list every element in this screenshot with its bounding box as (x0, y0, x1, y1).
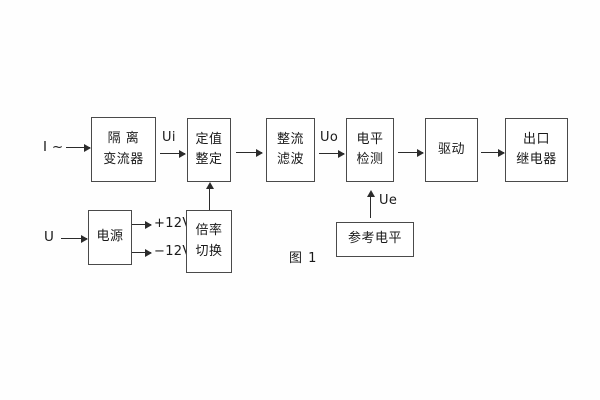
block-multiplier-switch-line-2: 切换 (195, 243, 223, 259)
arrow-power-negative (132, 248, 152, 257)
block-drive: 驱动 (425, 118, 478, 182)
arrow-reference-to-level (366, 190, 375, 218)
block-output-relay-line-1: 出口 (522, 131, 550, 147)
block-multiplier-switch-line-1: 倍率 (195, 223, 223, 239)
block-isolation-ct-line-1: 隔 离 (107, 131, 140, 147)
arrow-level-to-drive (398, 148, 424, 157)
block-power-supply: 电源 (88, 210, 132, 265)
arrow-isolation-to-setting (160, 149, 186, 158)
block-rectify-filter: 整流 滤波 (266, 118, 315, 182)
arrow-power-positive (132, 220, 152, 229)
arrow-rectify-to-level (319, 149, 345, 158)
block-setting-value: 定值 整定 (187, 118, 231, 182)
voltage-input-label: U (44, 229, 55, 245)
arrow-setting-to-rectify (236, 148, 263, 157)
uo-label: Uo (320, 130, 339, 145)
block-rectify-filter-line-2: 滤波 (276, 152, 304, 167)
figure-caption: 图 1 (289, 251, 318, 266)
block-level-detect-line-1: 电平 (356, 131, 384, 147)
block-output-relay: 出口 继电器 (505, 118, 568, 182)
block-level-detect: 电平 检测 (346, 118, 394, 182)
current-input-label: I ~ (43, 139, 64, 155)
arrow-drive-to-relay (481, 148, 505, 157)
block-output-relay-line-2: 继电器 (516, 152, 557, 167)
arrow-current-to-isolation (66, 143, 91, 152)
block-rectify-filter-line-1: 整流 (276, 131, 304, 147)
block-level-detect-line-2: 检测 (356, 152, 384, 167)
block-reference-level-line-1: 参考电平 (347, 231, 402, 247)
block-isolation-ct-line-2: 变流器 (103, 151, 144, 167)
ue-label: Ue (379, 193, 398, 208)
supply-positive-label: +12V (154, 216, 192, 231)
ui-label: Ui (162, 130, 176, 145)
block-drive-line-1: 驱动 (437, 141, 465, 157)
block-setting-value-line-1: 定值 (195, 131, 223, 147)
block-reference-level: 参考电平 (336, 222, 414, 257)
supply-negative-label: −12V (154, 244, 192, 259)
block-isolation-ct: 隔 离 变流器 (91, 117, 156, 182)
arrow-voltage-to-power (61, 234, 88, 243)
block-setting-value-line-2: 整定 (195, 152, 223, 167)
arrow-multiplier-to-setting (205, 182, 214, 210)
block-multiplier-switch: 倍率 切换 (186, 210, 232, 273)
block-power-supply-line-1: 电源 (96, 229, 124, 245)
